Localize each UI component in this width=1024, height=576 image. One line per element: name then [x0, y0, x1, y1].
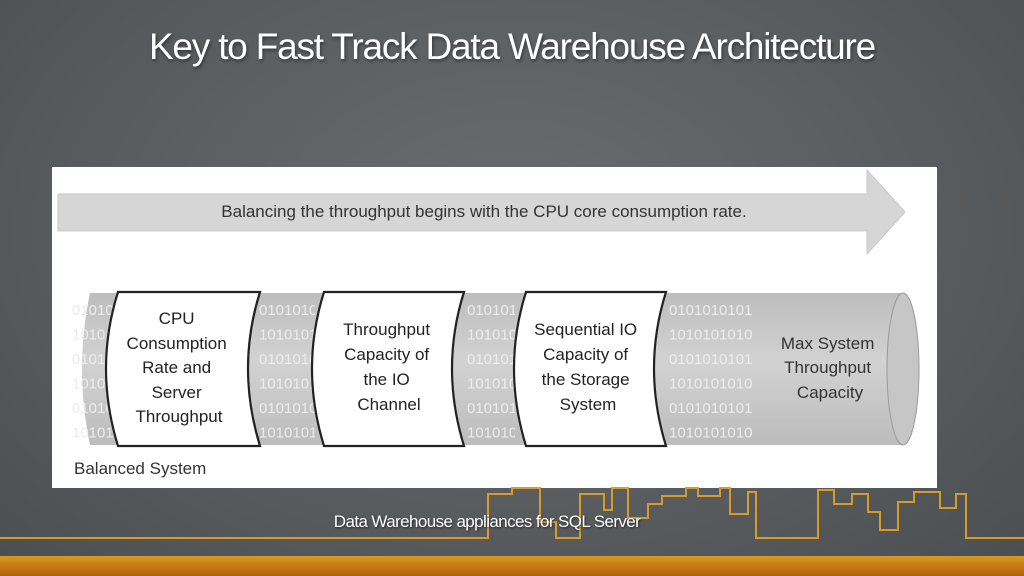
stage-cpu-shape [104, 290, 262, 448]
binary-row: 0101010101 [259, 400, 342, 417]
binary-row: 1010101010 [72, 425, 155, 442]
binary-row: 1010101010 [467, 425, 550, 442]
max-throughput-label: Max System Throughput Capacity [781, 334, 879, 402]
binary-row: 0101010101 [467, 302, 550, 319]
binary-row: 0101010101 [259, 351, 342, 368]
binary-row: 0101010101 [259, 302, 342, 319]
stage-io-channel [310, 290, 466, 448]
pipe-end-cap [886, 292, 920, 446]
balanced-system-caption: Balanced System [74, 459, 206, 478]
binary-row: 1010101010 [259, 327, 342, 344]
throughput-arrow [57, 168, 906, 256]
binary-row: 1010101010 [669, 376, 752, 393]
stage-cpu-label: CPU Consumption Rate and Server Throughp… [127, 309, 232, 426]
binary-row: 1010101010 [259, 376, 342, 393]
binary-row: 0101010101 [467, 351, 550, 368]
binary-row: 0101010101 [669, 351, 752, 368]
stage-cpu [104, 290, 262, 448]
slide-title: Key to Fast Track Data Warehouse Archite… [148, 26, 876, 67]
binary-row: 0101010101 [467, 400, 550, 417]
binary-row: 1010101010 [669, 327, 752, 344]
balanced-system-diagram: Balancing the throughput begins with the… [52, 167, 937, 488]
binary-block: 0101010101 1010101010 0101010101 1010101010… [669, 302, 752, 442]
binary-row: 0101010101 [669, 400, 752, 417]
skyline-line [0, 487, 1024, 539]
stage-storage-label: Sequential IO Capacity of the Storage Sy… [534, 320, 642, 414]
skyline-decoration [0, 487, 1024, 539]
stage-io-channel-shape [310, 290, 466, 448]
binary-block: 0101010101 1010101010 0101010101 1010101010… [467, 302, 550, 442]
binary-row: 1010101010 [467, 327, 550, 344]
binary-pattern: 0101010101 1010101010 0101010101 1010101010… [72, 302, 752, 442]
stage-io-channel-label: Throughput Capacity of the IO Channel [343, 320, 435, 414]
binary-row: 0101010101 [669, 302, 752, 319]
pipe-body [82, 293, 912, 445]
arrow-caption: Balancing the throughput begins with the… [221, 202, 746, 221]
stage-storage-shape [512, 290, 668, 448]
binary-row: 1010101010 [467, 376, 550, 393]
stage-storage [512, 290, 668, 448]
binary-row: 1010101010 [669, 425, 752, 442]
binary-block: 0101010101 1010101010 0101010101 1010101010… [259, 302, 342, 442]
binary-row: 0101010101 [72, 302, 155, 319]
footer-text: Data Warehouse appliances for SQL Server [333, 512, 641, 531]
binary-row: 1010101010 [259, 425, 342, 442]
bottom-accent-bar [0, 556, 1024, 576]
diagram-canvas: Balancing the throughput begins with the… [57, 168, 920, 478]
